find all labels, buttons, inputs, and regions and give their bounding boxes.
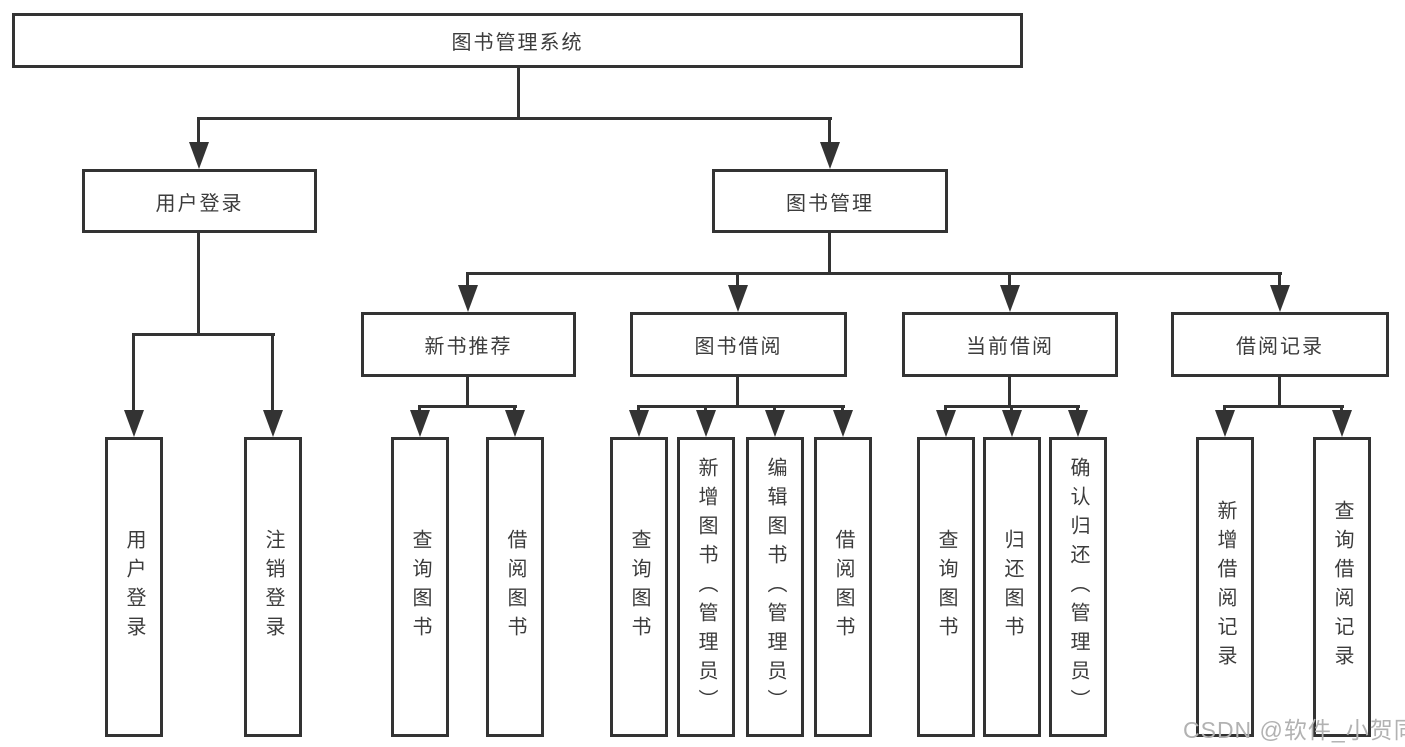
connector-drop-user-login <box>197 117 200 144</box>
connector-drop <box>1008 272 1011 288</box>
node-label: 用户登录 <box>155 192 244 215</box>
connector-drop <box>466 272 469 288</box>
leaf-borrow-books-rec: 借阅图书 <box>486 437 544 737</box>
leaf-label: 用户登录 <box>123 529 145 645</box>
arrow-down-icon <box>696 410 716 437</box>
connector-new-rec-branch <box>418 405 517 408</box>
arrow-down-icon <box>458 285 478 312</box>
connector-drop <box>704 405 707 414</box>
leaf-label: 查询图书 <box>628 529 650 645</box>
node-label: 图书管理 <box>786 192 874 215</box>
leaf-add-borrow-record: 新增借阅记录 <box>1196 437 1254 737</box>
node-book-borrowing: 图书借阅 <box>630 312 847 377</box>
arrow-down-icon <box>1068 410 1088 437</box>
connector-current-stub <box>1008 377 1011 408</box>
arrow-down-icon <box>1000 285 1020 312</box>
leaf-label: 确认归还（管理员） <box>1067 456 1089 718</box>
connector-drop-book-mgmt <box>828 117 831 144</box>
arrow-down-icon <box>765 410 785 437</box>
arrow-down-icon <box>1332 410 1352 437</box>
connector-drop <box>841 405 844 414</box>
connector-drop <box>132 333 135 412</box>
leaf-label: 查询图书 <box>409 529 431 645</box>
connector-records-branch <box>1223 405 1344 408</box>
leaf-query-borrow-record: 查询借阅记录 <box>1313 437 1371 737</box>
node-new-book-recommend: 新书推荐 <box>361 312 576 377</box>
node-borrowing-records: 借阅记录 <box>1171 312 1389 377</box>
connector-drop <box>1010 405 1013 414</box>
connector-drop <box>513 405 516 414</box>
arrow-down-icon <box>1215 410 1235 437</box>
node-current-borrowing: 当前借阅 <box>902 312 1118 377</box>
connector-user-login-branch <box>132 333 275 336</box>
connector-drop <box>1278 272 1281 288</box>
node-book-management: 图书管理 <box>712 169 948 233</box>
arrow-down-icon <box>629 410 649 437</box>
connector-drop <box>1340 405 1343 414</box>
leaf-label: 新增图书（管理员） <box>695 456 717 718</box>
leaf-query-books-rec: 查询图书 <box>391 437 449 737</box>
connector-drop <box>418 405 421 414</box>
leaf-confirm-return-admin: 确认归还（管理员） <box>1049 437 1107 737</box>
connector-root-stub <box>517 68 520 120</box>
leaf-label: 注销登录 <box>262 529 284 645</box>
arrow-down-icon <box>410 410 430 437</box>
connector-book-mgmt-stub <box>828 233 831 275</box>
connector-drop <box>637 405 640 414</box>
leaf-user-login: 用户登录 <box>105 437 163 737</box>
connector-new-rec-stub <box>466 377 469 408</box>
arrow-down-icon <box>728 285 748 312</box>
leaf-label: 编辑图书（管理员） <box>764 456 786 718</box>
csdn-watermark: CSDN @软件_小贺同学 <box>1183 717 1405 743</box>
leaf-label: 借阅图书 <box>832 529 854 645</box>
connector-user-login-stub <box>197 233 200 336</box>
node-label: 新书推荐 <box>424 336 513 358</box>
connector-level3-branch <box>466 272 1282 275</box>
node-root: 图书管理系统 <box>12 13 1023 68</box>
arrow-down-icon <box>505 410 525 437</box>
leaf-label: 归还图书 <box>1001 529 1023 645</box>
leaf-query-books-current: 查询图书 <box>917 437 975 737</box>
connector-drop <box>736 272 739 288</box>
node-root-label: 图书管理系统 <box>451 32 584 54</box>
node-label: 当前借阅 <box>966 336 1054 358</box>
leaf-label: 查询图书 <box>935 529 957 645</box>
connector-drop <box>773 405 776 414</box>
arrow-down-icon <box>189 142 209 169</box>
connector-drop <box>1076 405 1079 414</box>
connector-borrow-stub <box>736 377 739 408</box>
leaf-label: 新增借阅记录 <box>1214 500 1236 674</box>
arrow-down-icon <box>124 410 144 437</box>
node-user-login: 用户登录 <box>82 169 317 233</box>
leaf-query-books-borrow: 查询图书 <box>610 437 668 737</box>
connector-records-stub <box>1278 377 1281 408</box>
connector-drop <box>944 405 947 414</box>
arrow-down-icon <box>936 410 956 437</box>
connector-drop <box>271 333 274 412</box>
leaf-logout: 注销登录 <box>244 437 302 737</box>
arrow-down-icon <box>833 410 853 437</box>
connector-borrow-branch <box>637 405 845 408</box>
arrow-down-icon <box>1002 410 1022 437</box>
leaf-edit-book-admin: 编辑图书（管理员） <box>746 437 804 737</box>
leaf-label: 借阅图书 <box>504 529 526 645</box>
node-label: 借阅记录 <box>1236 336 1324 358</box>
leaf-return-book: 归还图书 <box>983 437 1041 737</box>
arrow-down-icon <box>820 142 840 169</box>
leaf-label: 查询借阅记录 <box>1331 500 1353 674</box>
connector-level2-branch <box>197 117 832 120</box>
node-label: 图书借阅 <box>694 336 783 358</box>
leaf-borrow-books: 借阅图书 <box>814 437 872 737</box>
leaf-add-book-admin: 新增图书（管理员） <box>677 437 735 737</box>
connector-drop <box>1223 405 1226 414</box>
arrow-down-icon <box>1270 285 1290 312</box>
arrow-down-icon <box>263 410 283 437</box>
